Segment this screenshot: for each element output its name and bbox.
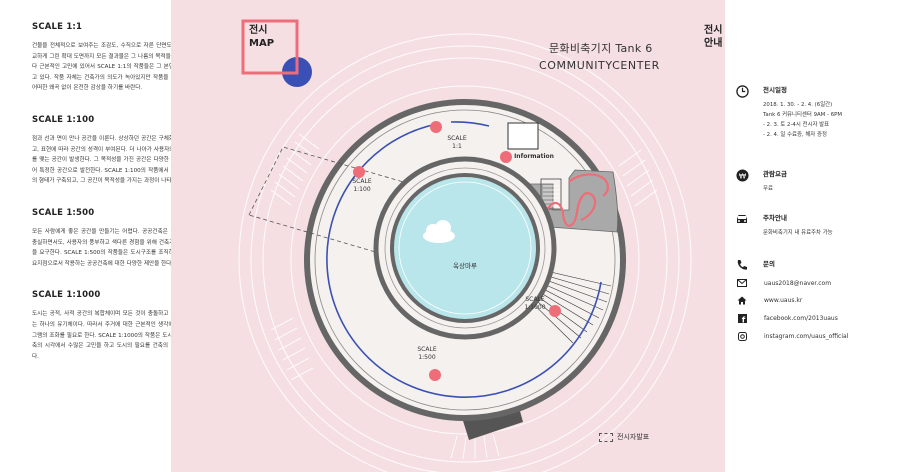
map-title-line1: 전시 [249, 25, 268, 36]
car-icon [735, 212, 749, 226]
section-scale-1-1: SCALE 1:1 건물을 전체적으로 보여주는 조감도, 수직으로 자른 단면… [32, 22, 208, 94]
label-scale-1-100: SCALE 1:100 [352, 178, 372, 193]
contact-facebook[interactable]: f facebook.com/2013uaus [737, 313, 838, 323]
phone-icon [735, 258, 749, 272]
map-title: 전시 MAP [249, 25, 299, 50]
schedule-line: Tank 6 커뮤니티센터 9AM - 6PM [763, 112, 843, 118]
section-title: SCALE 1:1000 [32, 290, 101, 301]
dashed-box-icon [599, 432, 613, 442]
section-title: SCALE 1:100 [32, 114, 95, 125]
map-title-line2: MAP [249, 37, 275, 49]
label-scale-1-1000: SCALE 1:1000 [524, 296, 546, 311]
schedule-line: - 2. 4. 일 수료증, 해자 증정 [763, 132, 827, 138]
contact-email[interactable]: uaus2018@naver.com [737, 278, 831, 288]
label-information: Information [514, 153, 554, 160]
exhibition-info: 전시 안내 전시일정 2018. 1. 30. - 2. 4. (6일간) Ta… [704, 0, 900, 472]
contact-title: 문의 [763, 260, 775, 268]
section-scale-1-1000: SCALE 1:1000 도시는 공적, 사적 공간의 복합체이며 모든 것이 … [32, 290, 208, 362]
venue-subtitle: COMMUNITYCENTER [539, 59, 660, 72]
cloud-icon [423, 220, 455, 243]
section-scale-1-500: SCALE 1:500 모든 사람에게 좋은 공간을 만들기는 어렵다. 공공건… [32, 208, 208, 269]
contact-instagram[interactable]: instagram.com/uaus_official [737, 331, 848, 341]
contact-website[interactable]: www.uaus.kr [737, 295, 802, 305]
schedule-line: - 2. 3. 토 2-4시 전시자 발표 [763, 122, 830, 128]
venue-name: 문화비축기지 Tank 6 [549, 42, 653, 55]
label-rooftop: 옥상마루 [453, 262, 477, 270]
contact-email-text: uaus2018@naver.com [764, 279, 832, 287]
section-title: SCALE 1:500 [32, 207, 95, 218]
home-icon [737, 295, 747, 305]
svg-text:f: f [741, 315, 745, 323]
schedule-line: 2018. 1. 30. - 2. 4. (6일간) [763, 102, 833, 108]
map-legend: 전시자발표 [599, 432, 649, 442]
contact-website-text: www.uaus.kr [764, 296, 803, 304]
contact-facebook-text: facebook.com/2013uaus [764, 314, 838, 322]
scale-markers [353, 121, 561, 381]
fee-title: 관람요금 [763, 170, 787, 178]
section-body: 건물을 전체적으로 보여주는 조감도, 수직으로 자른 단면도, 실제보다 정교… [32, 43, 204, 92]
schedule-title: 전시일정 [763, 86, 787, 94]
section-title: SCALE 1:1 [32, 22, 83, 32]
section-scale-1-100: SCALE 1:100 점과 선과 면이 만나 공간을 이룬다. 상상하던 공간… [32, 115, 208, 187]
svg-text:₩: ₩ [738, 171, 746, 180]
scale-descriptions: SCALE 1:1 건물을 전체적으로 보여주는 조감도, 수직으로 자른 단면… [0, 0, 208, 472]
parking-body: 문화비축기지 내 유료주차 가능 [763, 230, 833, 236]
mail-icon [737, 278, 747, 288]
facebook-icon: f [737, 313, 747, 323]
section-body: 모든 사람에게 좋은 공간을 만들기는 어렵다. 공공건축은 공간의 목적에 충… [32, 228, 204, 267]
floor-plan [238, 19, 692, 472]
info-heading: 전시 안내 [704, 25, 723, 49]
map-frame [241, 19, 299, 75]
label-scale-1-500: SCALE 1:500 [417, 346, 437, 361]
exhibition-map: 전시 MAP 문화비축기지 Tank 6 COMMUNITYCENTER SCA… [171, 0, 725, 472]
fee-body: 무료 [763, 186, 773, 192]
contact-instagram-text: instagram.com/uaus_official [764, 332, 849, 340]
won-icon: ₩ [735, 168, 749, 182]
instagram-icon [737, 331, 747, 341]
parking-title: 주차안내 [763, 214, 787, 222]
section-body: 점과 선과 면이 만나 공간을 이룬다. 상상하던 공간은 구체화 되어 나타나… [32, 135, 204, 185]
section-body: 도시는 공적, 사적 공간의 복합체이며 모든 것이 충돌하고 맞물려 살아가는… [32, 311, 204, 360]
legend-label: 전시자발표 [617, 433, 650, 441]
label-scale-1-1: SCALE 1:1 [447, 135, 467, 150]
clock-icon [735, 84, 749, 98]
